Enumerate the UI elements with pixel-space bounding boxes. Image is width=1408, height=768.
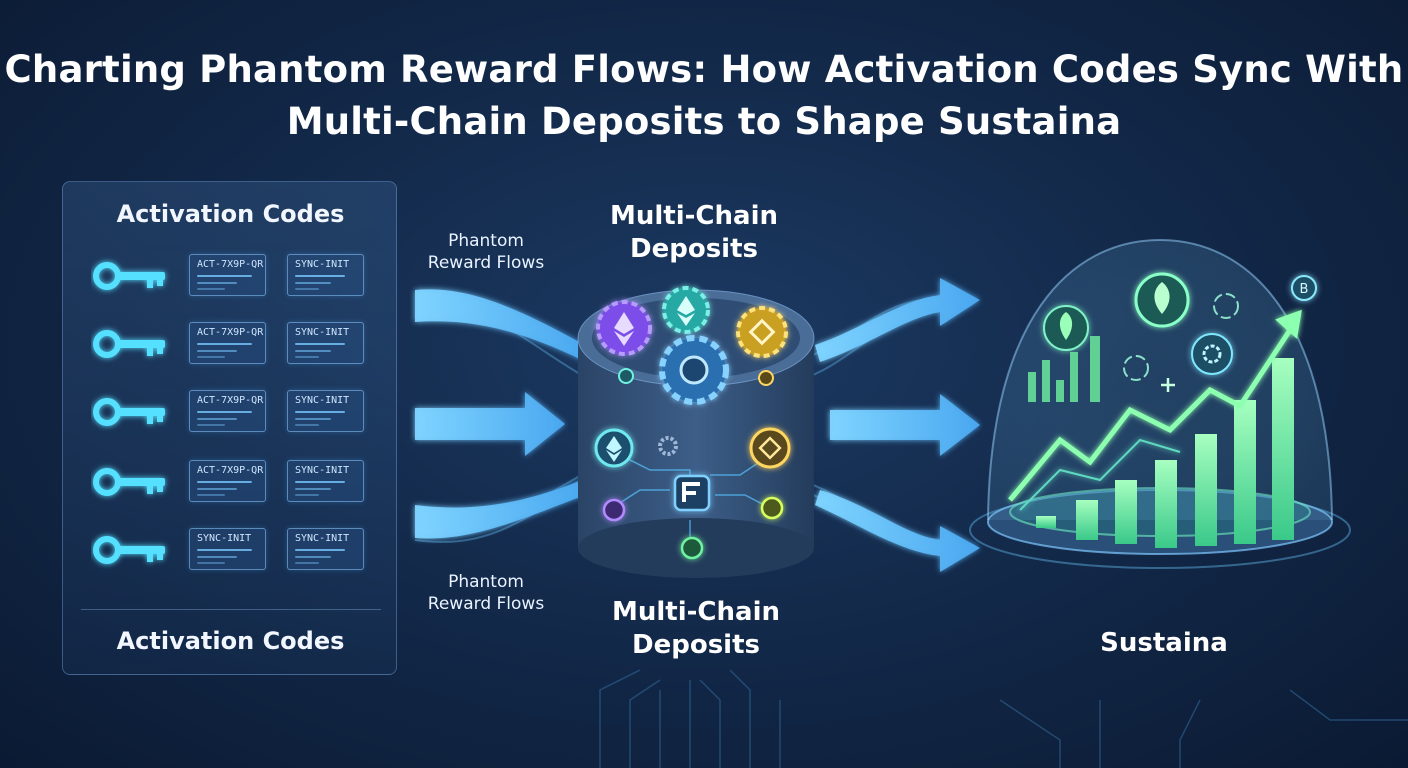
growth-trend-line	[1008, 309, 1302, 511]
svg-text:B: B	[1300, 282, 1309, 297]
code-text: SYNC-INIT	[197, 533, 252, 544]
code-card-primary[interactable]: ACT-7X9P-QR	[189, 254, 266, 296]
flow-arrows-left	[415, 289, 585, 539]
code-card-sync[interactable]: SYNC-INIT	[287, 390, 364, 432]
code-card-sync[interactable]: SYNC-INIT	[287, 528, 364, 570]
page-title: Charting Phantom Reward Flows: How Activ…	[4, 48, 1404, 143]
bitcoin-icon: B	[1291, 275, 1317, 301]
key-icon	[93, 398, 165, 426]
code-text: ACT-7X9P-QR	[197, 327, 264, 338]
code-card-sync[interactable]: SYNC-INIT	[287, 322, 364, 364]
panel-title-bottom: Activation Codes	[116, 627, 345, 655]
key-icon	[93, 468, 165, 496]
code-text: SYNC-INIT	[295, 465, 350, 476]
ethereum-coin-icon	[594, 428, 634, 468]
flow-arrows-right	[815, 278, 980, 572]
coin-icon	[618, 368, 774, 386]
key-icon	[93, 262, 165, 290]
code-text: ACT-7X9P-QR	[197, 465, 264, 476]
code-row: ACT-7X9P-QR SYNC-INIT	[63, 254, 398, 302]
circuit-traces	[599, 669, 1408, 768]
binance-coin-icon	[749, 427, 791, 469]
ethereum-gear-icon	[662, 286, 710, 334]
hub-label-top: Multi-Chain Deposits	[610, 201, 778, 264]
flow-logo-icon	[673, 474, 711, 512]
leaf-icon	[1043, 305, 1089, 351]
code-text: SYNC-INIT	[295, 533, 350, 544]
panel-divider	[81, 609, 381, 610]
gear-icon	[658, 436, 678, 456]
code-card-sync[interactable]: SYNC-INIT	[287, 254, 364, 296]
code-card-primary[interactable]: SYNC-INIT	[189, 528, 266, 570]
code-card-primary[interactable]: ACT-7X9P-QR	[189, 460, 266, 502]
code-text: SYNC-INIT	[295, 327, 350, 338]
code-text: SYNC-INIT	[295, 259, 350, 270]
coin-icon	[602, 496, 784, 560]
code-card-sync[interactable]: SYNC-INIT	[287, 460, 364, 502]
flow-label-bottom: Phantom Reward Flows	[427, 572, 545, 614]
code-text: ACT-7X9P-QR	[197, 259, 264, 270]
code-row: SYNC-INIT SYNC-INIT	[63, 528, 398, 576]
code-row: ACT-7X9P-QR SYNC-INIT	[63, 322, 398, 370]
leaf-coin-icon	[1134, 272, 1190, 328]
code-card-primary[interactable]: ACT-7X9P-QR	[189, 390, 266, 432]
outcome-label: Sustaina	[1100, 628, 1228, 658]
code-row: ACT-7X9P-QR SYNC-INIT	[63, 390, 398, 438]
key-icon	[93, 330, 165, 358]
code-card-primary[interactable]: ACT-7X9P-QR	[189, 322, 266, 364]
growth-bars	[1028, 336, 1294, 548]
code-text: ACT-7X9P-QR	[197, 395, 264, 406]
code-text: SYNC-INIT	[295, 395, 350, 406]
gear-icon	[1191, 333, 1233, 375]
binance-gear-icon	[736, 306, 788, 358]
code-row: ACT-7X9P-QR SYNC-INIT	[63, 460, 398, 508]
ethereum-gear-icon	[596, 300, 652, 356]
recycle-icon	[1123, 293, 1239, 381]
key-icon	[93, 536, 165, 564]
central-gear-icon	[659, 335, 729, 405]
flow-label-top: Phantom Reward Flows	[427, 231, 545, 273]
plus-icon	[1161, 378, 1175, 392]
hub-label-bottom: Multi-Chain Deposits	[612, 597, 780, 660]
panel-title-top: Activation Codes	[116, 200, 345, 228]
